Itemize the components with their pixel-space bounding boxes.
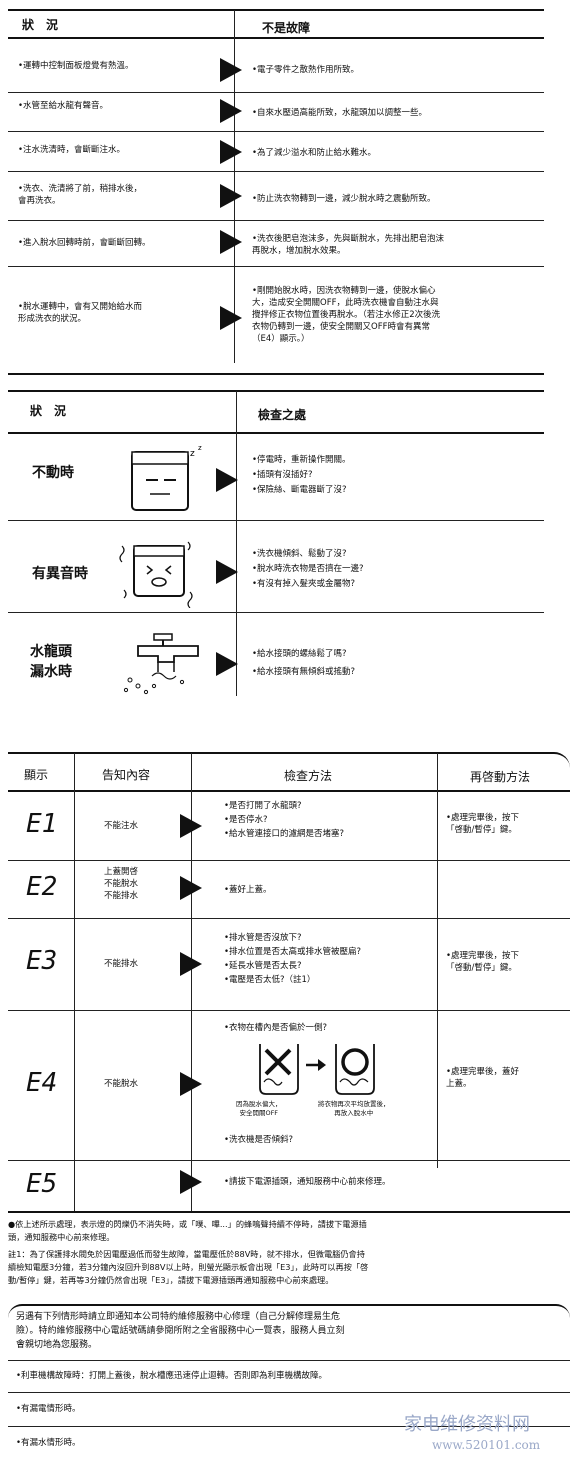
arrow-icon	[180, 1170, 202, 1194]
check-list: •停電時，重新操作開關。 •插頭有沒插好? •保險絲、斷電器斷了沒?	[252, 454, 351, 496]
check-item: •有沒有掉入髮夾或金屬物?	[252, 579, 356, 589]
status-cell: •脫水運轉中，會有又開始給水而 形成洗衣的狀況。	[18, 302, 143, 324]
header-display: 顯示	[24, 768, 49, 782]
unbalanced-load-icon	[259, 1044, 299, 1095]
arrow-icon	[220, 99, 242, 123]
reason-cell: •電子零件之散熱作用所致。	[252, 65, 360, 75]
check-item: •衣物在槽內是否偏於一側?	[224, 1023, 328, 1033]
arrow-icon	[180, 952, 202, 976]
header-content: 告知內容	[102, 768, 151, 782]
svg-text:z: z	[190, 449, 195, 459]
noisy-machine-icon	[119, 541, 193, 608]
arrow-icon	[180, 814, 202, 838]
check-item: •蓋好上蓋。	[224, 885, 272, 895]
status-cell: •進入脫水回轉時前，會斷斷回轉。	[18, 238, 151, 248]
watermark-title: 家电维修资料网	[404, 1414, 530, 1435]
check-item: •洗衣機傾斜、鬆動了沒?	[252, 549, 347, 559]
error-code: E3	[26, 946, 58, 976]
check-item: •插頭有沒插好?	[252, 470, 313, 480]
error-content: 不能排水	[104, 959, 139, 969]
error-content: 上蓋開啓 不能脫水 不能排水	[104, 867, 139, 901]
error-table-frame	[8, 752, 570, 1214]
status-label: 不動時	[32, 465, 74, 481]
check-list: •排水管是否沒放下? •排水位置是否太高或排水管被壓扁? •延長水管是否太長? …	[224, 932, 361, 986]
error-code: E1	[26, 809, 58, 839]
header-not-fault: 不是故障	[262, 21, 311, 35]
status-cell: •注水洗清時，會斷斷注水。	[18, 145, 126, 155]
error-code: E2	[26, 872, 58, 902]
arrow-icon	[220, 230, 242, 254]
status-label: 有異音時	[32, 566, 88, 582]
check-list: •是否打開了水龍頭? •是否停水? •給水管連接口的濾網是否堵塞?	[224, 800, 344, 840]
check-item: •脫水時洗衣物是否擠在一邊?	[252, 564, 364, 574]
error-content: 不能脫水	[104, 1079, 139, 1089]
check-item: •排水管是否沒放下?	[224, 933, 302, 943]
reason-cell: •防止洗衣物轉到一邊，減少脫水時之震動所致。	[252, 194, 436, 204]
service-item: •有漏水情形時。	[16, 1438, 81, 1448]
arrow-icon	[180, 876, 202, 900]
restart-method: •處理完畢後，按下 「啓動/暫停」鍵。	[446, 951, 520, 973]
arrow-icon	[220, 58, 242, 82]
check-item: •電壓是否太低?（註1）	[224, 975, 316, 985]
figure-caption: 將衣物再次平均放置後， 再放入脫水中	[318, 1100, 390, 1117]
check-item: •保險絲、斷電器斷了沒?	[252, 485, 347, 495]
arrow-icon	[216, 560, 238, 584]
service-box-frame	[8, 1304, 570, 1456]
check-item: •排水位置是否太高或排水管被壓扁?	[224, 947, 362, 957]
check-item: •是否停水?	[224, 815, 268, 825]
reason-cell: •剛開始脫水時，因洗衣物轉到一邊，使脫水偏心 大，造成安全開關OFF，此時洗衣機…	[252, 286, 441, 344]
check-item: •請拔下電源插頭，通知服務中心前來修理。	[224, 1177, 391, 1187]
service-intro: 另遇有下列情形時請立即通知本公司特約維修服務中心修理（自己分解修理易生危 險）。…	[16, 1312, 345, 1350]
check-item: •停電時，重新操作開關。	[252, 455, 351, 465]
check-item: •是否打開了水龍頭?	[224, 801, 302, 811]
restart-method: •處理完畢後，按下 「啓動/暫停」鍵。	[446, 813, 520, 835]
check-list: •給水接頭的螺絲鬆了嗎? •給水接頭有無傾斜或搖動?	[252, 648, 355, 678]
service-item: •利車機構故障時：打開上蓋後，脫水槽應迅速停止迴轉。否則即為利車機構故障。	[16, 1371, 328, 1381]
header-status: 狀 況	[30, 404, 67, 418]
reason-cell: •洗衣後肥皂泡沫多，先與斷脫水，先排出肥皂泡沫 再脫水，增加脫水效果。	[252, 234, 445, 256]
header-check: 檢查之處	[258, 408, 307, 422]
service-item: •有漏電情形時。	[16, 1404, 81, 1414]
arrow-icon	[216, 468, 238, 492]
sleeping-machine-icon: z z	[131, 444, 202, 511]
right-arrow-icon	[306, 1059, 326, 1071]
check-item: •給水接頭的螺絲鬆了嗎?	[252, 649, 347, 659]
arrow-icon	[180, 1072, 202, 1096]
arrow-icon	[220, 140, 242, 164]
error-content: 不能注水	[104, 821, 139, 831]
arrow-icon	[220, 306, 242, 330]
status-cell: •運轉中控制面板燈覺有熱溫。	[18, 61, 134, 71]
reason-cell: •為了減少溢水和防止給水難水。	[252, 148, 377, 158]
header-restart: 再啓動方法	[470, 770, 531, 784]
header-check-method: 檢查方法	[284, 769, 333, 783]
check-item: •給水接頭有無傾斜或搖動?	[252, 667, 356, 677]
status-cell: •洗衣、洗清將了前，稍排水後， 會再洗衣。	[18, 184, 143, 206]
check-item: •給水管連接口的濾網是否堵塞?	[224, 829, 345, 839]
reason-cell: •自來水壓過高能所致，水龍頭加以調整一些。	[252, 108, 428, 118]
error-code: E4	[26, 1068, 58, 1098]
check-item: •洗衣機是否傾斜?	[224, 1135, 294, 1145]
error-code: E5	[26, 1169, 58, 1199]
note-blinking: ●依上述所示處理，表示燈的閃爍仍不消失時，或「噗、嗶...」的蜂鳴聲持續不停時，…	[8, 1219, 367, 1242]
status-label: 水龍頭 漏水時	[30, 644, 72, 680]
check-list: •洗衣機傾斜、鬆動了沒? •脫水時洗衣物是否擠在一邊? •有沒有掉入髮夾或金屬物…	[252, 548, 364, 590]
figure-caption: 因為脫水偏大， 安全開關OFF	[236, 1100, 282, 1117]
status-cell: •水管至給水龍有聲音。	[18, 101, 109, 111]
restart-method: •處理完畢後，蓋好 上蓋。	[446, 1067, 520, 1089]
svg-text:z: z	[198, 444, 202, 452]
balanced-load-icon	[335, 1044, 375, 1095]
watermark-url: www.520101.com	[432, 1438, 541, 1452]
arrow-icon	[216, 652, 238, 676]
arrow-icon	[220, 184, 242, 208]
leaking-faucet-icon	[123, 633, 199, 695]
header-status: 狀 況	[22, 18, 59, 32]
note-voltage: 註1：為了保護排水閥免於因電壓過低而發生故障，當電壓低於88V時，就不排水，但微…	[8, 1249, 369, 1285]
check-list: •蓋好上蓋。	[224, 884, 272, 896]
check-item: •延長水管是否太長?	[224, 961, 302, 971]
